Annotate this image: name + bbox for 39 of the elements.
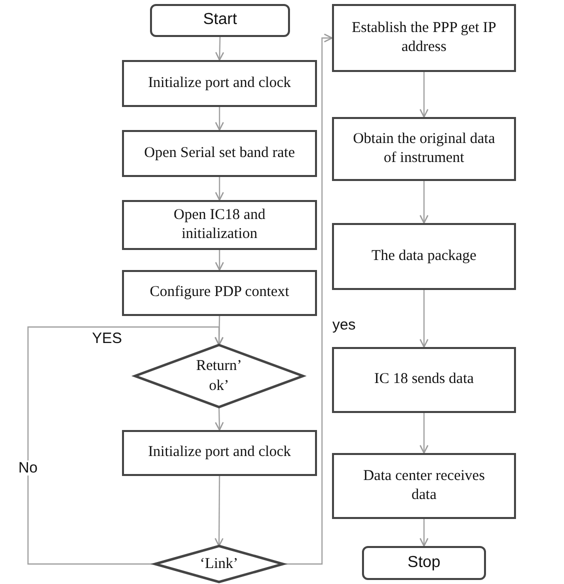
process-box [122,60,317,107]
process-box [332,453,516,519]
arrow [420,181,428,224]
arrow [215,36,224,61]
terminal-box [362,546,486,580]
node-label: ‘Link’ [198,554,240,574]
arrow [214,476,224,547]
process-box [332,347,516,413]
arrow [420,519,428,547]
process-box [332,223,516,290]
arrow [420,72,428,118]
node-label: Start [202,10,238,30]
process-box [122,270,317,316]
node-label: Stop [406,552,442,573]
arrow [215,177,224,201]
node-label: Obtain the original data of instrument [352,130,496,168]
process-box [122,200,317,250]
node-label: Data center receives data [362,466,486,505]
node-label: IC 18 sends data [373,370,475,390]
process-box [122,130,317,177]
arrow [214,406,224,431]
arrow [420,290,428,348]
node-label: Establish the PPP get IP address [350,18,498,57]
terminal-box [150,4,290,37]
node-label: Open IC18 and initialization [172,206,266,244]
node-label: The data package [370,246,478,266]
arrow [27,326,224,565]
node-label: Return’ ok’ [195,356,243,396]
process-box [332,4,516,72]
node-label: Open Serial set band rate [143,144,296,163]
branch-label: YES [92,331,122,346]
node-label: Configure PDP context [148,283,290,302]
node-label: Initialize port and clock [147,443,292,462]
arrow [215,250,224,271]
process-box [332,117,516,181]
arrow [420,413,428,454]
node-label: Initialize port and clock [147,74,292,93]
process-box [122,430,317,476]
arrow [215,107,224,131]
